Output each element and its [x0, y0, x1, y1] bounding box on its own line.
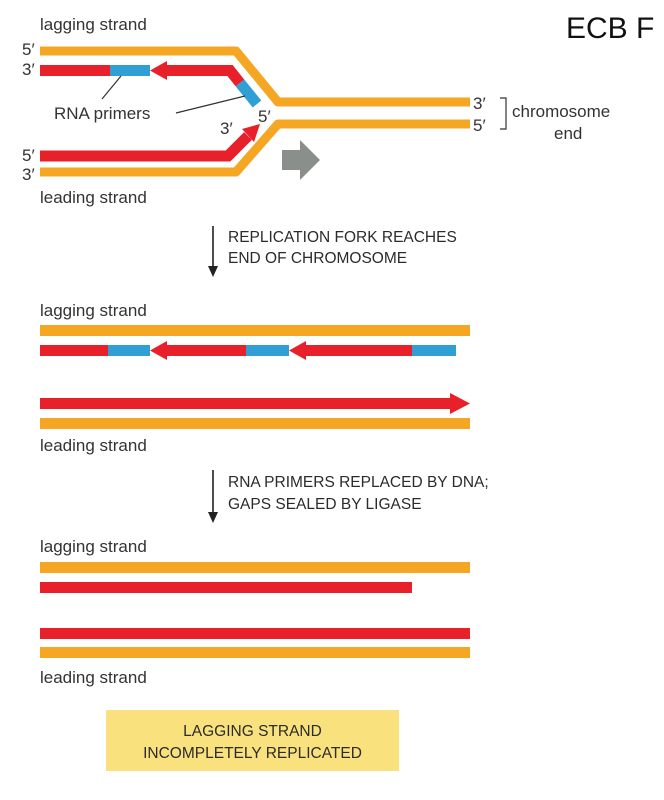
okazaki-arrowhead-c — [289, 341, 306, 360]
step2-caption-line1: RNA PRIMERS REPLACED BY DNA; — [228, 474, 489, 491]
step2-caption-line2: GAPS SEALED BY LIGASE — [228, 496, 422, 513]
primer-leader-line-2 — [175, 95, 246, 114]
result-line1: LAGGING STRAND — [183, 723, 322, 740]
leading-strand-new-dna — [40, 132, 252, 162]
parental-strand-bottom-3 — [40, 647, 470, 658]
end-label-5-top: 5′ — [22, 40, 35, 59]
leading-strand-label: leading strand — [40, 188, 147, 207]
parental-strand-top-3 — [40, 562, 470, 573]
rna-primers-label: RNA primers — [54, 104, 150, 123]
result-box-background — [106, 710, 399, 771]
final-result-panel: lagging strand leading strand — [40, 537, 470, 687]
chromosome-end-label-line1: chromosome — [512, 102, 610, 121]
rna-primer-b — [246, 345, 289, 356]
replication-fork-panel: lagging strand 5′ 3′ 5′ 3′ RNA primers 3… — [22, 15, 610, 207]
lagging-strand-short-dna — [40, 582, 412, 593]
result-box: LAGGING STRAND INCOMPLETELY REPLICATED — [106, 710, 399, 771]
step2-transition: RNA PRIMERS REPLACED BY DNA; GAPS SEALED… — [208, 470, 489, 523]
end-label-3-bottom: 3′ — [22, 165, 35, 184]
leading-strand-label-2: leading strand — [40, 436, 147, 455]
parental-strand-top-2 — [40, 325, 470, 336]
right-5prime-label: 5′ — [473, 116, 486, 135]
fork-direction-arrow — [282, 140, 320, 180]
step1-caption-line1: REPLICATION FORK REACHES — [228, 229, 457, 246]
leading-strand-label-3: leading strand — [40, 668, 147, 687]
parental-strand-bottom — [40, 119, 470, 177]
chromosome-end-label-line2: end — [554, 124, 582, 143]
primer-leader-line-1 — [101, 75, 122, 100]
lagging-strand-label-2: lagging strand — [40, 301, 147, 320]
parental-strand-bottom-2 — [40, 418, 470, 429]
inner-3prime-label: 3′ — [220, 119, 233, 138]
okazaki-fragment-a — [40, 345, 108, 356]
leading-strand-new-dna-2 — [40, 398, 452, 409]
lagging-okazaki-fragment-1 — [40, 65, 110, 76]
rna-primer-1 — [110, 65, 150, 76]
lagging-strand-label-3: lagging strand — [40, 537, 147, 556]
end-label-3-top: 3′ — [22, 60, 35, 79]
okazaki-arrowhead — [150, 61, 167, 80]
lagging-strand-label: lagging strand — [40, 15, 147, 34]
okazaki-fragment-b — [166, 345, 246, 356]
leading-strand-new-dna-3 — [40, 628, 470, 639]
rna-primer-c — [412, 345, 456, 356]
end-label-5-bottom: 5′ — [22, 146, 35, 165]
okazaki-fragment-c — [305, 345, 412, 356]
parental-strand-top — [40, 46, 470, 107]
chromosome-end-bracket — [500, 97, 507, 130]
step2-arrowhead — [208, 512, 218, 523]
lagging-okazaki-fragment-2 — [166, 65, 245, 87]
okazaki-arrowhead-b — [150, 341, 167, 360]
rna-primer-2 — [235, 79, 262, 108]
step1-transition: REPLICATION FORK REACHES END OF CHROMOSO… — [208, 226, 457, 277]
leading-arrowhead-2 — [450, 393, 470, 414]
leading-arrowhead — [242, 124, 260, 142]
step1-arrowhead — [208, 266, 218, 277]
right-3prime-label: 3′ — [473, 94, 486, 113]
result-line2: INCOMPLETELY REPLICATED — [143, 745, 362, 762]
rna-primer-a — [108, 345, 150, 356]
corner-title: ECB F — [566, 12, 654, 45]
step1-caption-line2: END OF CHROMOSOME — [228, 250, 407, 267]
inner-5prime-label: 5′ — [258, 107, 271, 126]
fork-reaches-end-panel: lagging strand leading strand — [40, 301, 470, 455]
